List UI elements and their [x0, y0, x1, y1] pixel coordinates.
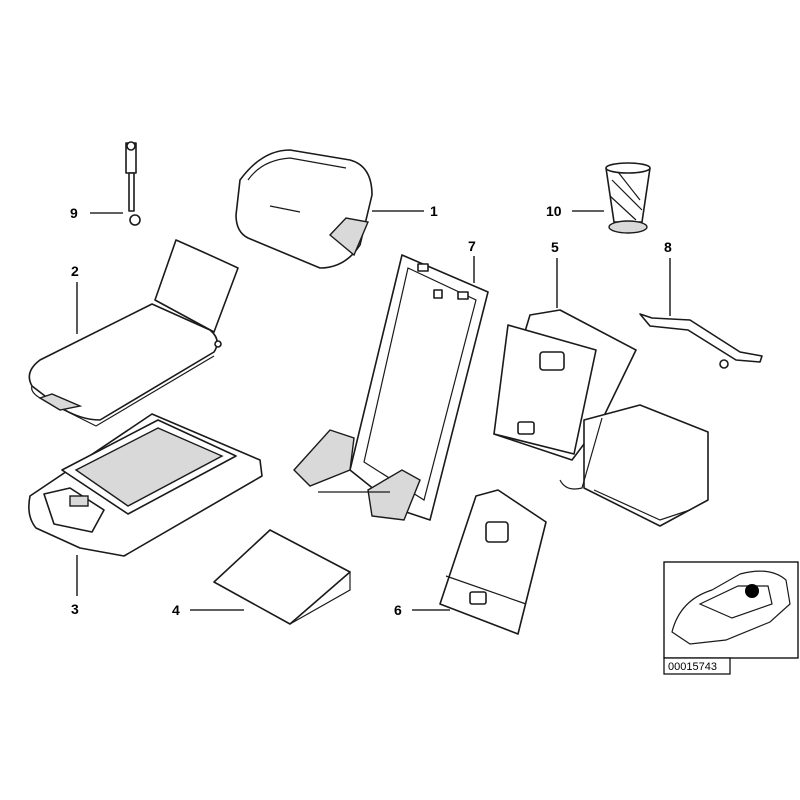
foam-wedge-part[interactable]	[213, 529, 351, 625]
backrest-frame-part[interactable]	[293, 254, 489, 521]
location-marker-icon	[745, 584, 759, 598]
car-outline-icon	[671, 570, 791, 645]
cup-holder-part[interactable]	[605, 162, 651, 234]
armrest-base-part[interactable]	[28, 413, 263, 557]
gas-strut-part[interactable]	[125, 141, 141, 226]
mounting-bracket-part[interactable]	[639, 313, 763, 369]
callout-3[interactable]: 3	[71, 601, 79, 617]
armrest-lid-part[interactable]	[28, 239, 239, 427]
vehicle-locator	[663, 561, 799, 659]
diagram-number-box	[663, 657, 731, 675]
callout-2[interactable]: 2	[71, 263, 79, 279]
center-console-part[interactable]	[493, 309, 709, 527]
callout-8[interactable]: 8	[664, 239, 672, 255]
callout-10[interactable]: 10	[546, 203, 562, 219]
diagram-number: 00015743	[668, 661, 717, 673]
callout-6[interactable]: 6	[394, 602, 402, 618]
armrest-cover-part[interactable]	[235, 149, 373, 269]
callout-4[interactable]: 4	[172, 602, 180, 618]
trim-panel-part[interactable]	[439, 489, 547, 635]
callout-9[interactable]: 9	[70, 205, 78, 221]
callout-5[interactable]: 5	[551, 239, 559, 255]
callout-7[interactable]: 7	[468, 238, 476, 254]
callout-1[interactable]: 1	[430, 203, 438, 219]
